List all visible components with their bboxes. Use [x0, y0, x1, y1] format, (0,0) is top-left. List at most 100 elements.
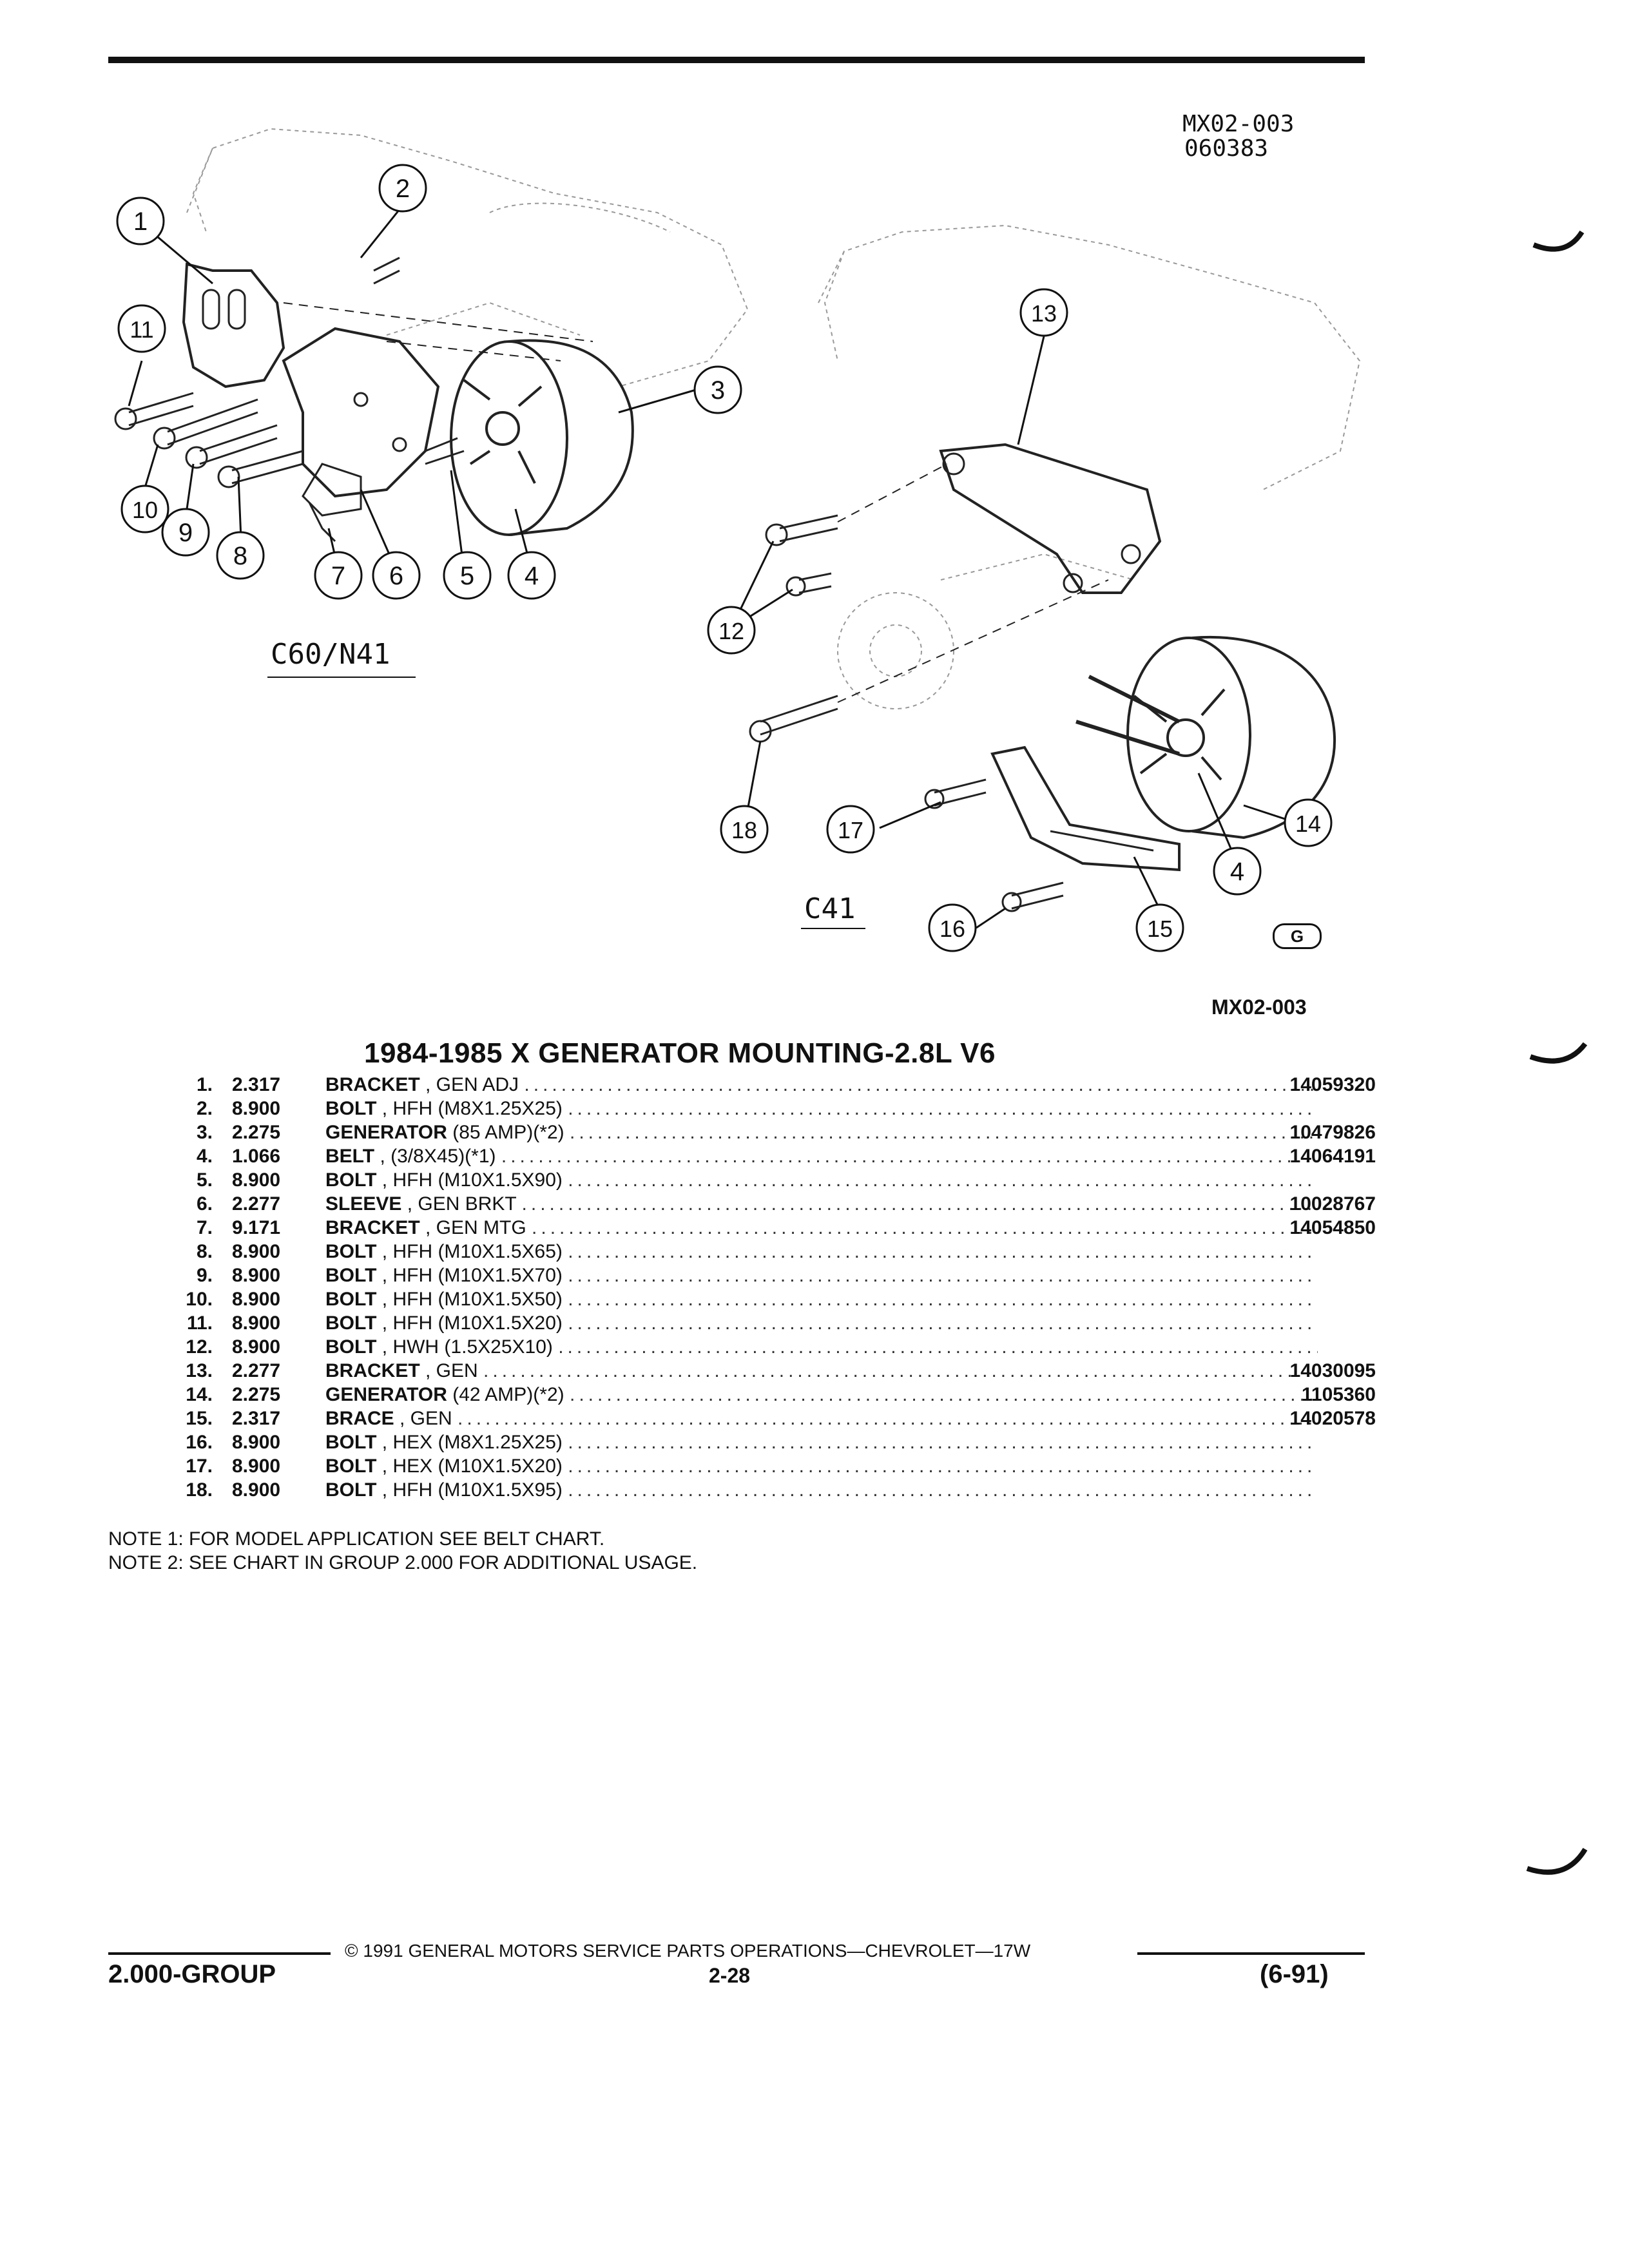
- part-description: BOLT , HFH (M10X1.5X50) ................…: [325, 1287, 1318, 1311]
- part-group: 8.900: [232, 1432, 281, 1453]
- bolts-left: [114, 256, 465, 488]
- part-name: BOLT: [325, 1432, 377, 1453]
- bracket-13-shape: [939, 443, 1162, 594]
- part-name: BOLT: [325, 1289, 377, 1310]
- part-name: BOLT: [325, 1241, 377, 1262]
- leader-dots: ........................................…: [521, 1193, 1318, 1215]
- callout-6: 6: [372, 551, 421, 600]
- leader-dots: ........................................…: [568, 1456, 1318, 1477]
- part-name: BOLT: [325, 1479, 377, 1501]
- leader-dots: ........................................…: [458, 1408, 1318, 1429]
- callout-12: 12: [707, 606, 756, 655]
- part-name: BRACKET: [325, 1074, 420, 1095]
- part-description: SLEEVE , GEN BRKT ......................…: [325, 1192, 1318, 1216]
- callout-15: 15: [1135, 903, 1184, 952]
- part-code: 10479826: [1289, 1122, 1376, 1143]
- label-c60-n41: C60/N41: [271, 638, 390, 671]
- part-description: BOLT , HFH (M8X1.25X25) ................…: [325, 1097, 1318, 1120]
- callout-11: 11: [117, 304, 166, 353]
- note-2: NOTE 2: SEE CHART IN GROUP 2.000 FOR ADD…: [108, 1552, 698, 1573]
- callout-14: 14: [1284, 798, 1333, 847]
- callout-4-right: 4: [1213, 847, 1262, 896]
- part-name: BOLT: [325, 1312, 377, 1334]
- figure-id: MX02-003: [1211, 995, 1307, 1019]
- bracket-1-shape: [182, 262, 285, 389]
- part-detail: , GEN: [400, 1408, 452, 1429]
- svg-text:3: 3: [711, 376, 725, 405]
- section-title: 1984-1985 X GENERATOR MOUNTING-2.8L V6: [364, 1037, 996, 1069]
- part-description: BOLT , HWH (1.5X25X10) .................…: [325, 1335, 1318, 1359]
- part-number: 7.: [196, 1217, 213, 1238]
- svg-text:18: 18: [731, 817, 757, 843]
- svg-text:4: 4: [525, 562, 539, 590]
- callout-8: 8: [216, 531, 265, 580]
- engine-outline-left: [186, 128, 749, 387]
- gm-logo-icon: G: [1273, 923, 1322, 949]
- part-number: 11.: [186, 1312, 213, 1334]
- part-description: BOLT , HFH (M10X1.5X70) ................…: [325, 1264, 1318, 1287]
- footer-page: 2-28: [709, 1964, 751, 1987]
- part-name: BOLT: [325, 1265, 377, 1286]
- part-group: 8.900: [232, 1312, 281, 1334]
- part-code: 14054850: [1289, 1217, 1376, 1238]
- svg-text:6: 6: [389, 562, 403, 590]
- callout-4-left: 4: [507, 551, 556, 600]
- part-description: BRACKET , GEN MTG ......................…: [325, 1216, 1318, 1240]
- part-row: 11. 8.900 BOLT , HFH (M10X1.5X20) ........…: [103, 1311, 1376, 1335]
- leader-dots: ........................................…: [568, 1289, 1318, 1310]
- callout-13: 13: [1019, 288, 1068, 337]
- part-detail: , GEN MTG: [425, 1217, 526, 1238]
- part-code: 14030095: [1289, 1360, 1376, 1381]
- footer-rule-right: [1137, 1952, 1365, 1955]
- part-number: 10.: [186, 1289, 213, 1310]
- part-group: 2.277: [232, 1360, 281, 1381]
- part-detail: , HFH (M10X1.5X70): [381, 1265, 563, 1286]
- leader-dots: ........................................…: [483, 1360, 1318, 1381]
- part-description: GENERATOR (85 AMP)(*2) .................…: [325, 1120, 1318, 1144]
- footer-group: 2.000-GROUP: [108, 1960, 276, 1988]
- part-description: BOLT , HFH (M10X1.5X20) ................…: [325, 1311, 1318, 1335]
- part-code: 14064191: [1289, 1146, 1376, 1167]
- label-c41-underline: [801, 928, 865, 929]
- belt-right-shape: [1075, 675, 1181, 756]
- part-detail: , HFH (M8X1.25X25): [381, 1098, 563, 1119]
- part-group: 2.317: [232, 1408, 281, 1429]
- part-detail: , HWH (1.5X25X10): [381, 1336, 553, 1358]
- part-number: 2.: [196, 1098, 213, 1119]
- part-code: 14020578: [1289, 1408, 1376, 1429]
- leader-dots: ........................................…: [568, 1241, 1318, 1262]
- part-description: BRACE , GEN ............................…: [325, 1407, 1318, 1430]
- leader-dots: ........................................…: [569, 1384, 1318, 1405]
- callout-3: 3: [693, 365, 742, 414]
- callout-7: 7: [314, 551, 363, 600]
- part-description: BOLT , HEX (M8X1.25X25) ................…: [325, 1430, 1318, 1454]
- leader-dots: ........................................…: [568, 1312, 1318, 1334]
- part-number: 14.: [186, 1384, 213, 1405]
- part-code: 10028767: [1289, 1193, 1376, 1215]
- part-number: 13.: [186, 1360, 213, 1381]
- callout-1: 1: [116, 197, 165, 245]
- svg-text:5: 5: [460, 562, 474, 590]
- part-group: 8.900: [232, 1289, 281, 1310]
- callout-18: 18: [720, 805, 769, 854]
- label-c41: C41: [804, 892, 856, 925]
- part-number: 8.: [196, 1241, 213, 1262]
- part-description: BOLT , HEX (M10X1.5X20) ................…: [325, 1454, 1318, 1478]
- part-number: 18.: [186, 1479, 213, 1501]
- part-group: 8.900: [232, 1456, 281, 1477]
- part-group: 8.900: [232, 1336, 281, 1358]
- header-code: MX02-003: [1182, 111, 1295, 137]
- svg-text:12: 12: [718, 618, 744, 644]
- footer-date: (6-91): [1260, 1960, 1329, 1988]
- svg-text:17: 17: [838, 817, 863, 843]
- part-row: 10. 8.900 BOLT , HFH (M10X1.5X50) ........…: [103, 1287, 1376, 1311]
- svg-text:1: 1: [133, 207, 148, 236]
- part-detail: , HFH (M10X1.5X65): [381, 1241, 563, 1262]
